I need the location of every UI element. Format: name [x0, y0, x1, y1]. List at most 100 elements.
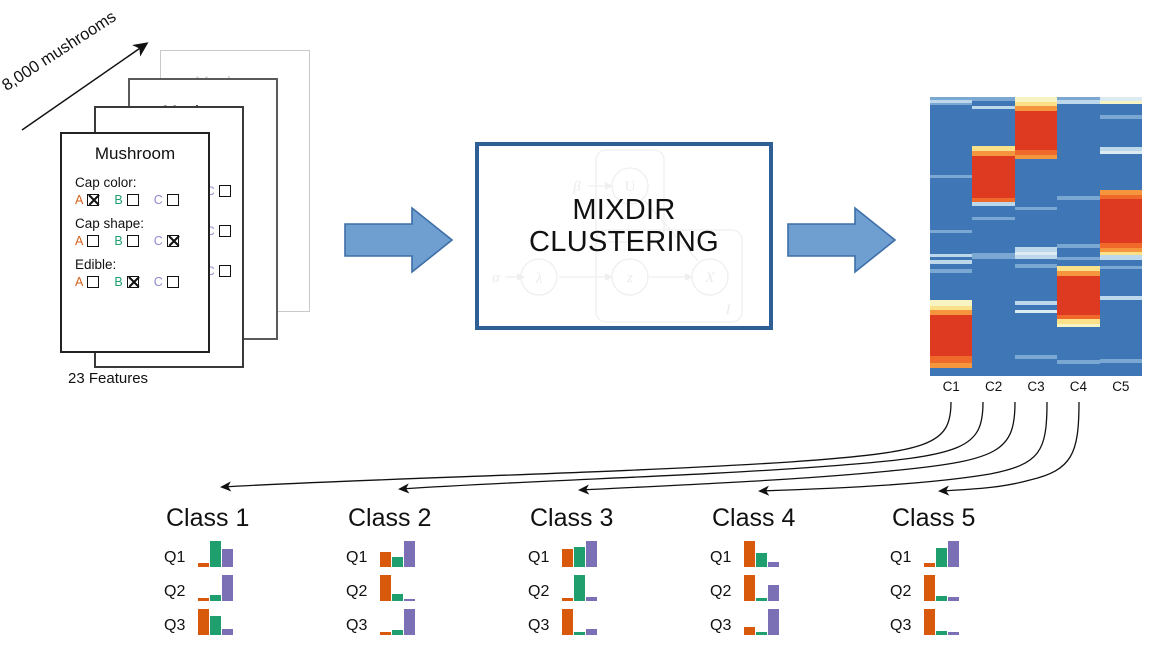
- bar-c: [948, 541, 959, 567]
- question-label: Q2: [528, 583, 550, 600]
- question-label: Q3: [164, 617, 186, 634]
- stub-checkbox[interactable]: [218, 185, 231, 197]
- bar-b: [936, 595, 947, 601]
- feature-label: Cap color:: [75, 175, 137, 190]
- heatmap-band: [972, 109, 1015, 147]
- heatmap-band: [1057, 256, 1100, 261]
- mini-bar-chart: [562, 575, 608, 601]
- bar-a: [198, 597, 209, 601]
- option-checkbox-a[interactable]: [87, 194, 100, 206]
- bar-a: [198, 562, 209, 567]
- bar-a: [380, 552, 391, 567]
- heatmap-band: [972, 220, 1015, 254]
- class-question-row: Q2: [890, 573, 1090, 601]
- class-question-row: Q2: [164, 573, 364, 601]
- class-title: Class 5: [892, 504, 976, 532]
- model-title-line-2: CLUSTERING: [529, 226, 719, 259]
- cluster-heatmap[interactable]: [930, 97, 1143, 376]
- option-checkbox-c[interactable]: [166, 235, 179, 247]
- svg-text:β: β: [572, 179, 581, 195]
- bar-c: [948, 632, 959, 635]
- heatmap-band: [1099, 195, 1143, 200]
- stub-letter: C: [206, 224, 215, 238]
- heatmap-grid: [930, 97, 1143, 376]
- bar-b: [210, 541, 221, 567]
- stub-checkbox[interactable]: [218, 265, 231, 277]
- graphical-model-illustration: β α U λ z X I: [492, 149, 743, 323]
- heatmap-band: [1014, 355, 1058, 359]
- bar-b: [756, 553, 767, 567]
- heatmap-band: [972, 197, 1015, 202]
- option-checkbox-b[interactable]: [126, 276, 139, 288]
- stub-letter: C: [206, 184, 215, 198]
- mushroom-card-front[interactable]: Mushroom Cap color: A B C Cap shape: A: [60, 132, 210, 353]
- bar-c: [586, 629, 597, 635]
- feature-label: Cap shape:: [75, 216, 145, 231]
- mini-bar-chart: [380, 541, 426, 567]
- heatmap-band: [1014, 150, 1058, 156]
- heatmap-band: [930, 103, 973, 106]
- heatmap-band: [1014, 254, 1058, 259]
- heatmap-band: [1014, 210, 1058, 248]
- heatmap-band: [930, 363, 973, 369]
- option-checkbox-a[interactable]: [87, 235, 100, 247]
- heatmap-band: [1099, 247, 1143, 252]
- heatmap-band: [1099, 243, 1143, 248]
- bar-a: [562, 598, 573, 601]
- svg-text:z: z: [626, 270, 633, 286]
- heatmap-band: [930, 175, 973, 179]
- bar-b: [392, 556, 403, 567]
- heatmap-band: [972, 97, 1015, 101]
- question-label: Q1: [164, 549, 186, 566]
- option-checkbox-c[interactable]: [166, 194, 179, 206]
- heatmap-band: [1057, 360, 1100, 364]
- heatmap-band: [1014, 267, 1058, 301]
- question-label: Q2: [710, 583, 732, 600]
- heatmap-band: [930, 257, 973, 261]
- heatmap-band: [930, 310, 973, 315]
- question-label: Q1: [528, 549, 550, 566]
- option-checkbox-b[interactable]: [126, 235, 139, 247]
- bar-b: [756, 597, 767, 601]
- heatmap-band: [1099, 362, 1143, 376]
- class-question-row: Q1: [710, 539, 910, 567]
- heatmap-x-label-c2: C2: [984, 379, 1003, 394]
- bar-c: [768, 561, 779, 567]
- heatmap-band: [1014, 102, 1058, 106]
- bar-a: [380, 575, 391, 601]
- heatmap-band: [1057, 363, 1100, 376]
- heatmap-column-c1: [930, 97, 973, 376]
- heatmap-band: [1099, 147, 1143, 152]
- bar-c: [404, 598, 415, 601]
- heatmap-band: [1057, 196, 1100, 200]
- heatmap-band: [1099, 190, 1143, 196]
- heatmap-band: [930, 230, 973, 234]
- heatmap-band: [1099, 359, 1143, 363]
- heatmap-column-c3: [1014, 97, 1058, 376]
- stub-checkbox[interactable]: [218, 225, 231, 237]
- heatmap-column-c2: [972, 97, 1015, 376]
- feature-label: Edible:: [75, 257, 117, 272]
- class-question-row: Q2: [528, 573, 728, 601]
- mixdir-model-box[interactable]: β α U λ z X I MIXDIR CLUSTERING: [475, 142, 773, 330]
- feature-block-cap-color: Cap color: A B C: [74, 175, 196, 207]
- option-checkbox-b[interactable]: [126, 194, 139, 206]
- heatmap-band: [1014, 309, 1058, 314]
- option-letter: B: [114, 275, 123, 289]
- question-label: Q3: [710, 617, 732, 634]
- option-checkbox-c[interactable]: [166, 276, 179, 288]
- heatmap-band: [1099, 100, 1143, 105]
- heatmap-band: [930, 178, 973, 231]
- heatmap-band: [930, 253, 973, 258]
- heatmap-band: [1057, 315, 1100, 320]
- heatmap-band: [972, 201, 1015, 206]
- question-label: Q3: [346, 617, 368, 634]
- heatmap-band: [1014, 159, 1058, 207]
- option-checkbox-a[interactable]: [87, 276, 100, 288]
